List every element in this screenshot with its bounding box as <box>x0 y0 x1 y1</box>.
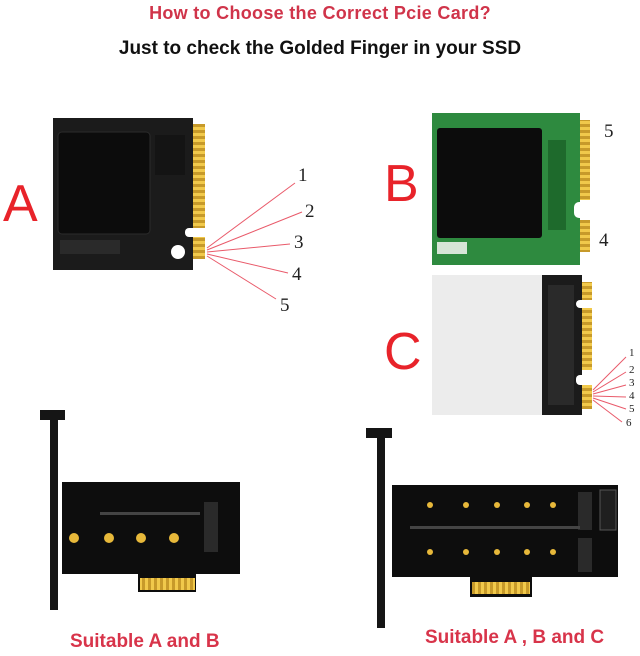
ssd-a-image <box>53 118 205 270</box>
caption-dual-adapter: Suitable A , B and C <box>425 627 605 648</box>
page-subtitle: Just to check the Golded Finger in your … <box>118 38 522 59</box>
pin-c-6: 6 <box>626 417 632 429</box>
caption-single-adapter: Suitable A and B <box>70 631 220 652</box>
pin-a-3: 3 <box>294 232 304 253</box>
ssd-b-letter: B <box>384 155 419 213</box>
ssd-c-image <box>432 275 592 415</box>
ssd-c-letter: C <box>384 323 422 381</box>
pin-a-1: 1 <box>298 165 308 186</box>
pin-a-4: 4 <box>292 264 302 285</box>
adapter-card-dual <box>366 428 618 628</box>
pin-c-5: 5 <box>629 403 635 415</box>
ssd-a-letter: A <box>3 175 38 233</box>
pin-b-4: 4 <box>599 230 609 251</box>
page-title: How to Choose the Correct Pcie Card? <box>149 3 491 23</box>
ssd-c-pin-lines <box>592 356 627 423</box>
adapter-card-single <box>40 410 240 610</box>
pin-c-2: 2 <box>629 364 635 376</box>
pin-b-5: 5 <box>604 121 614 142</box>
ssd-b-image <box>432 113 590 265</box>
pin-a-5: 5 <box>280 295 290 316</box>
pin-a-2: 2 <box>305 201 315 222</box>
pin-c-3: 3 <box>629 377 635 389</box>
pin-c-4: 4 <box>629 390 635 402</box>
pin-c-1: 1 <box>629 347 635 359</box>
ssd-a-pin-lines <box>206 182 303 300</box>
